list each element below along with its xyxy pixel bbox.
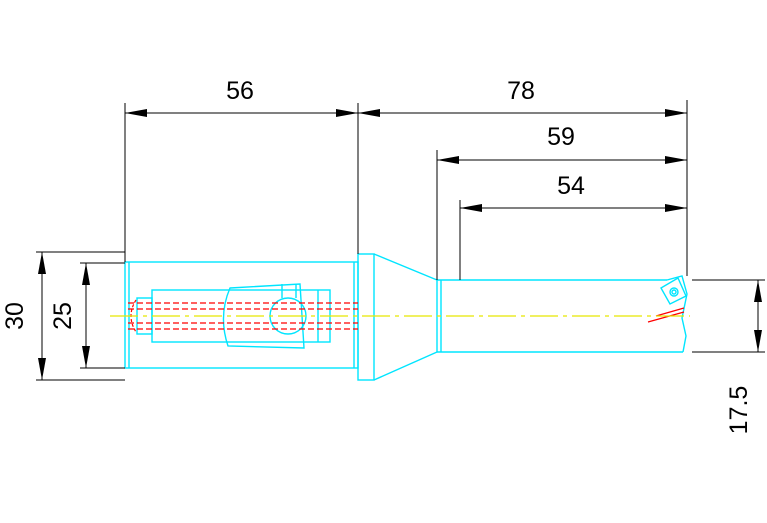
cone-top (373, 253, 438, 281)
arrow-78-left (358, 109, 380, 117)
arrow-54-right (665, 204, 687, 212)
arrow-17-5-top (754, 280, 762, 302)
dim-label-78: 78 (507, 77, 535, 105)
arrow-56-left (125, 109, 147, 117)
dim-label-17-5: 17.5 (725, 386, 753, 435)
insert-screw-inner (671, 289, 677, 295)
dim-label-30: 30 (1, 302, 29, 330)
arrow-56-right (336, 109, 358, 117)
dim-label-54: 54 (557, 172, 585, 200)
cone-bottom (373, 351, 438, 381)
arrow-30-bottom (38, 358, 46, 380)
holder-flange (124, 261, 359, 369)
arrow-25-bottom (82, 346, 90, 368)
arrow-30-top (38, 252, 46, 274)
coolant-line-a (647, 311, 685, 323)
dimension-arrows (38, 109, 762, 380)
dim-label-59: 59 (547, 123, 575, 151)
arrow-78-right (665, 109, 687, 117)
dim-label-25: 25 (49, 302, 77, 330)
dimension-lines (41, 112, 759, 380)
cutting-insert (660, 276, 687, 305)
arrow-17-5-bottom (754, 330, 762, 352)
arrow-59-left (437, 156, 459, 164)
tool-body (124, 253, 688, 381)
extension-lines (36, 100, 765, 381)
collar-ring (357, 253, 375, 381)
clamp-wedge (222, 283, 305, 349)
arrow-54-left (460, 204, 482, 212)
arrow-25-top (82, 263, 90, 285)
coolant-line-b (655, 307, 685, 317)
arrow-59-right (665, 156, 687, 164)
insert-screw (669, 287, 679, 297)
dim-label-56: 56 (226, 77, 254, 105)
cutting-tip-outline (666, 275, 688, 353)
